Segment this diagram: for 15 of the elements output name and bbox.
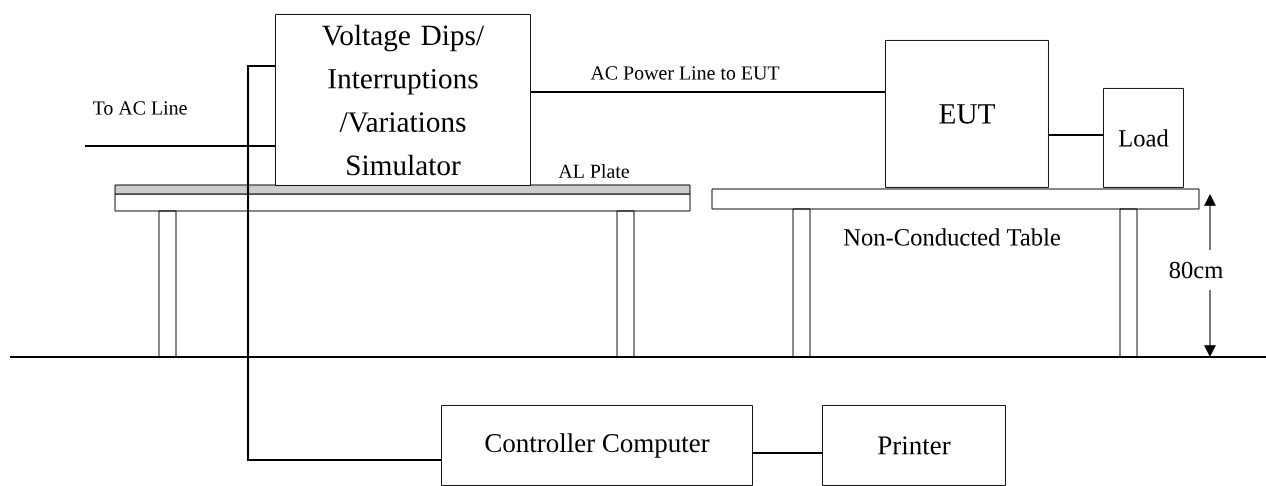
device-box: Voltage Dips/ Interruptions /Variations Simulator: [275, 14, 531, 186]
cable-line: [752, 451, 822, 455]
device-box: Controller Computer: [441, 405, 753, 486]
dimension-label: 80cm: [1167, 260, 1225, 280]
edge-label: AC Power Line to EUT: [589, 65, 781, 81]
device-box: Printer: [822, 405, 1006, 486]
table-label: Non-Conducted Table: [842, 227, 1062, 247]
al-plate-label: AL Plate: [557, 162, 631, 180]
device-box: EUT: [885, 40, 1049, 188]
cable-line: [530, 90, 885, 94]
device-box: Load: [1103, 88, 1184, 188]
cable-line: [85, 144, 275, 148]
edge-label: To AC Line: [91, 100, 189, 116]
cable-line: [246, 64, 441, 462]
cable-line: [1048, 133, 1103, 137]
